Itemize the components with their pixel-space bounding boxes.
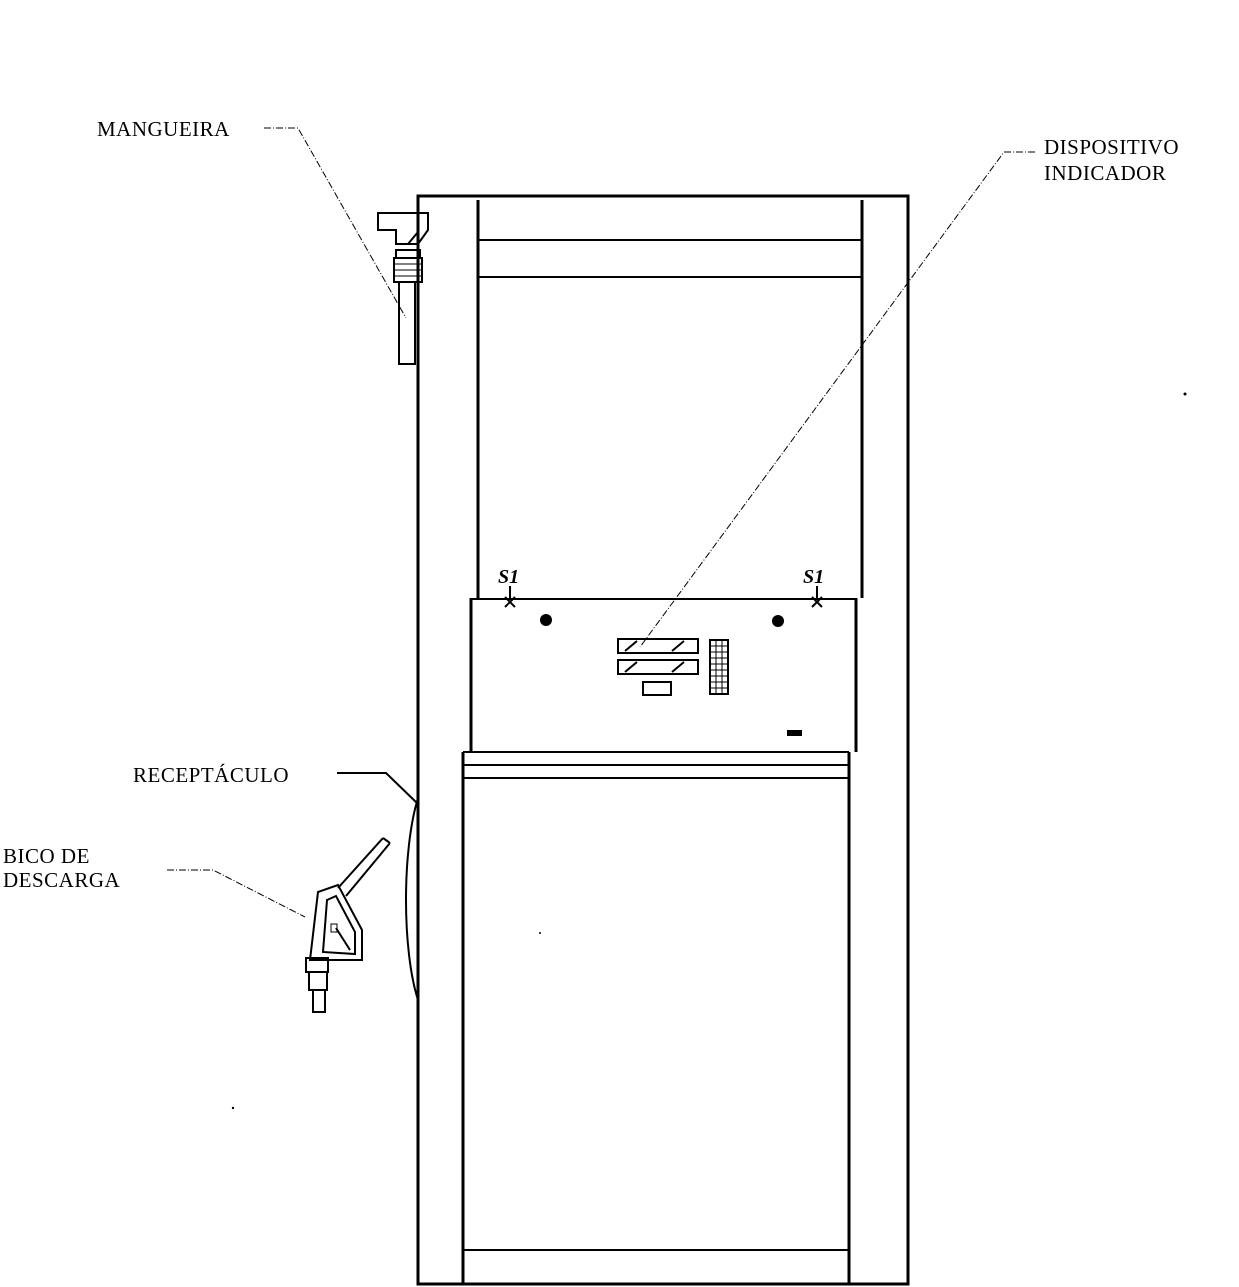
receptacle <box>405 797 419 1001</box>
hose <box>377 212 429 365</box>
indicator-label-line1: DISPOSITIVO <box>1044 135 1179 159</box>
leader-lines <box>167 127 1035 918</box>
indicator-label-line2: INDICADOR <box>1044 161 1166 185</box>
speck <box>1183 392 1187 396</box>
nozzle-leader <box>167 869 306 918</box>
discharge-nozzle <box>305 837 391 1013</box>
right-bolt <box>772 615 784 627</box>
hose-leader <box>264 127 407 319</box>
display-window-top <box>617 638 699 654</box>
display-window-bottom <box>617 659 699 675</box>
left-bolt <box>540 614 552 626</box>
cabinet-outline <box>416 194 910 1286</box>
seal-left-label: S1 <box>498 566 519 588</box>
receptacle-leader <box>337 772 418 804</box>
indicator-panel <box>540 614 802 736</box>
nozzle-label-line2: DESCARGA <box>3 868 121 892</box>
speck <box>539 932 541 934</box>
seal-right-label: S1 <box>803 566 824 588</box>
panel-slot <box>787 730 802 736</box>
hose-label: MANGUEIRA <box>97 117 230 141</box>
keypad <box>709 639 729 695</box>
seal-left: S1 <box>498 566 519 608</box>
price-window <box>642 681 672 696</box>
seal-right: S1 <box>803 566 824 608</box>
dispenser-cabinet <box>416 194 910 1286</box>
indicator-leader <box>639 151 1035 648</box>
speck <box>231 1106 235 1110</box>
nozzle-label-line1: BICO DE <box>3 844 90 868</box>
receptacle-label: RECEPTÁCULO <box>133 763 289 787</box>
